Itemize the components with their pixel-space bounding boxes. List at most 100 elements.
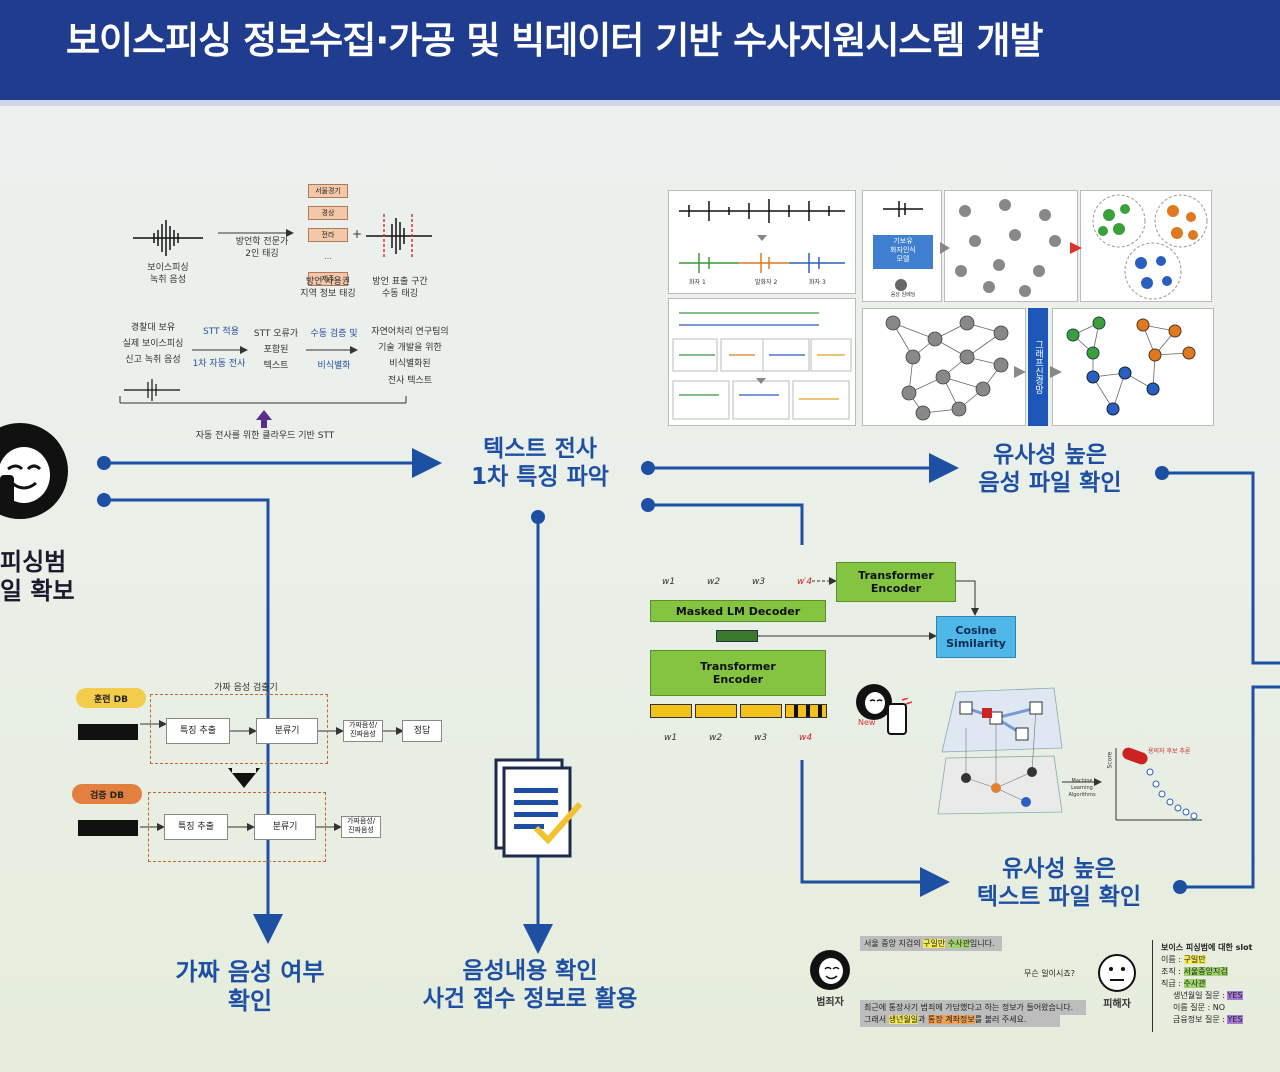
criminal-line-1: 서울 중앙 지검의 구일만 수사관입니다. — [860, 936, 1002, 951]
slot-org-key: 조직 : — [1161, 967, 1184, 976]
new-caller-icon — [865, 692, 885, 714]
test-feature-box: 특징 추출 — [164, 814, 228, 840]
ml-algorithms-label: Machine Learning Algorithms — [1068, 778, 1096, 798]
segment-tag-label: 방언 표출 구간 수동 태깅 — [372, 277, 428, 300]
slot-birth: 생년월일 질문 : YES — [1173, 990, 1243, 1001]
slot-org: 조직 : 서울중앙지검 — [1161, 966, 1228, 977]
voice-waveform-panel: 화자 1 발화자 2 화자 3 — [668, 190, 856, 294]
embedding-dot — [895, 279, 907, 291]
bottom-token: w1 — [664, 733, 678, 743]
stt-apply-label: STT 적용 — [203, 327, 239, 337]
cloud-stt-label: 자동 전사를 위한 클라우드 기반 STT — [195, 431, 335, 441]
slot-fin-key: 금융정보 질문 : — [1173, 1015, 1228, 1024]
criminal-face-icon — [819, 958, 843, 984]
line1-post: 입니다. — [969, 939, 995, 948]
test-dashed-box — [148, 792, 326, 862]
stt-waveform-icon — [124, 379, 180, 401]
manual-verify-label: 수동 검증 및 — [310, 329, 358, 339]
speaker-clusters-icon — [1092, 194, 1208, 300]
speaker-model-panel: 기보유 화자인식 모델 음성 임베딩 — [862, 190, 942, 302]
flow-dot-6 — [1155, 466, 1169, 480]
line3-birth: 생년월일 — [888, 1015, 919, 1024]
speaker-waveforms-icon — [679, 199, 845, 273]
anonymize-label: 비식별화 — [317, 361, 351, 371]
segment-waveforms-icon — [672, 312, 852, 420]
answer-box: 정답 — [402, 720, 442, 742]
criminal-label-line1: 피싱범 — [0, 548, 67, 576]
line3-post: 를 불러 주세요. — [974, 1015, 1027, 1024]
slot-name: 이름 : 구일만 — [1161, 954, 1206, 965]
slot-fin-value: YES — [1227, 1015, 1243, 1024]
transformer-encoder-2: Transformer Encoder — [836, 562, 956, 602]
criminal-label-line2: 일 확보 — [0, 576, 75, 605]
flow-dot-2 — [97, 493, 111, 507]
segment-waveform-icon — [366, 214, 432, 258]
embedding-scatter-panel — [944, 190, 1078, 302]
region-tag-label: 방언 사용권 지역 정보 태깅 — [300, 277, 356, 300]
criminal-avatar — [0, 423, 68, 519]
criminal-voice-label: 피싱범 일 확보 — [0, 548, 75, 606]
dialect-audio-label: 보이스피싱 녹취 음성 — [147, 263, 189, 286]
model-waveform-icon — [883, 201, 923, 217]
region-tag: 서울경기 — [308, 184, 348, 198]
test-audio-icon — [78, 820, 138, 836]
page-title: 보이스피싱 정보수집·가공 및 빅데이터 기반 수사지원시스템 개발 — [66, 19, 1043, 62]
colored-graph-panel — [1052, 308, 1214, 426]
score-plot-icon — [1115, 747, 1202, 821]
plus-sign: + — [352, 227, 363, 241]
top-token: w3 — [752, 577, 766, 587]
embedding-label: 음성 임베딩 — [890, 292, 916, 298]
token-embedding — [695, 704, 737, 718]
document-check-icon — [494, 758, 583, 858]
top-token: w2 — [707, 577, 721, 587]
masked-lm-decoder: Masked LM Decoder — [650, 600, 826, 622]
flow-dot-4 — [641, 461, 655, 475]
slot-name-q: 이름 질문 : NO — [1173, 1002, 1225, 1013]
line3-mid: 과 — [918, 1015, 928, 1024]
token-embedding — [740, 704, 782, 718]
criminal-small-avatar — [810, 950, 850, 990]
slot-name-key: 이름 : — [1161, 955, 1184, 964]
victim-question: 무슨 일이시죠? — [1024, 969, 1075, 978]
region-tag: 제주 — [308, 272, 348, 286]
region-tag: 전라 — [308, 228, 348, 242]
test-classifier-box: 분류기 — [254, 814, 316, 840]
latent-vector — [716, 630, 758, 642]
slot-fin: 금융정보 질문 : YES — [1173, 1014, 1243, 1025]
criminal-line-2: 최근에 통장사기 범죄에 가담했다고 하는 정보가 들어왔습니다. — [860, 1000, 1086, 1015]
cosine-similarity: Cosine Similarity — [936, 616, 1016, 658]
flow-dot-3 — [531, 510, 545, 524]
bottom-token: w3 — [754, 733, 768, 743]
slot-birth-value: YES — [1227, 991, 1243, 1000]
new-label: New — [858, 718, 876, 727]
waveform-icon — [133, 220, 203, 256]
top-token: w′4 — [797, 577, 813, 587]
slot-name-value: 구일만 — [1183, 955, 1206, 964]
transformer-encoder-1: Transformer Encoder — [650, 650, 826, 696]
line1-job: 수사관 — [947, 939, 970, 948]
token-embedding — [650, 704, 692, 718]
slot-birth-key: 생년월일 질문 : — [1173, 991, 1228, 1000]
speaker1-label: 화자 1 — [689, 279, 706, 286]
line1-pre: 서울 중앙 지검의 — [864, 939, 924, 948]
slot-title: 보이스 피싱범에 대한 slot — [1161, 943, 1253, 952]
slot-rank: 직급 : 수사관 — [1161, 978, 1206, 989]
graph-panel — [862, 308, 1026, 426]
slot-panel: 보이스 피싱범에 대한 slot 이름 : 구일만 조직 : 서울중앙지검 직급… — [1152, 940, 1273, 1032]
speaker-model-box: 기보유 화자인식 모델 — [873, 235, 933, 269]
speaker2-label: 발화자 2 — [755, 279, 778, 286]
candidate-label: 용의자 후보 추론 — [1148, 748, 1191, 755]
speaker3-label: 화자 3 — [809, 279, 826, 286]
stt-error-label: STT 오류가 포함된 텍스트 — [253, 329, 299, 372]
train-audio-icon — [78, 724, 138, 740]
train-feature-box: 특징 추출 — [166, 718, 230, 744]
line3-pre: 그래서 — [864, 1015, 889, 1024]
slot-rank-value: 수사관 — [1183, 979, 1206, 988]
victim-slot-label: 피해자 — [1103, 999, 1131, 1010]
region-tag: 경상 — [308, 206, 348, 220]
criminal-line-3: 그래서 생년월일과 통장 계좌정보를 불러 주세요. — [860, 1012, 1060, 1027]
line3-account: 통장 계좌정보 — [927, 1015, 975, 1024]
header-banner: 보이스피싱 정보수집·가공 및 빅데이터 기반 수사지원시스템 개발 — [0, 0, 1280, 106]
slot-rank-key: 직급 : — [1161, 979, 1184, 988]
